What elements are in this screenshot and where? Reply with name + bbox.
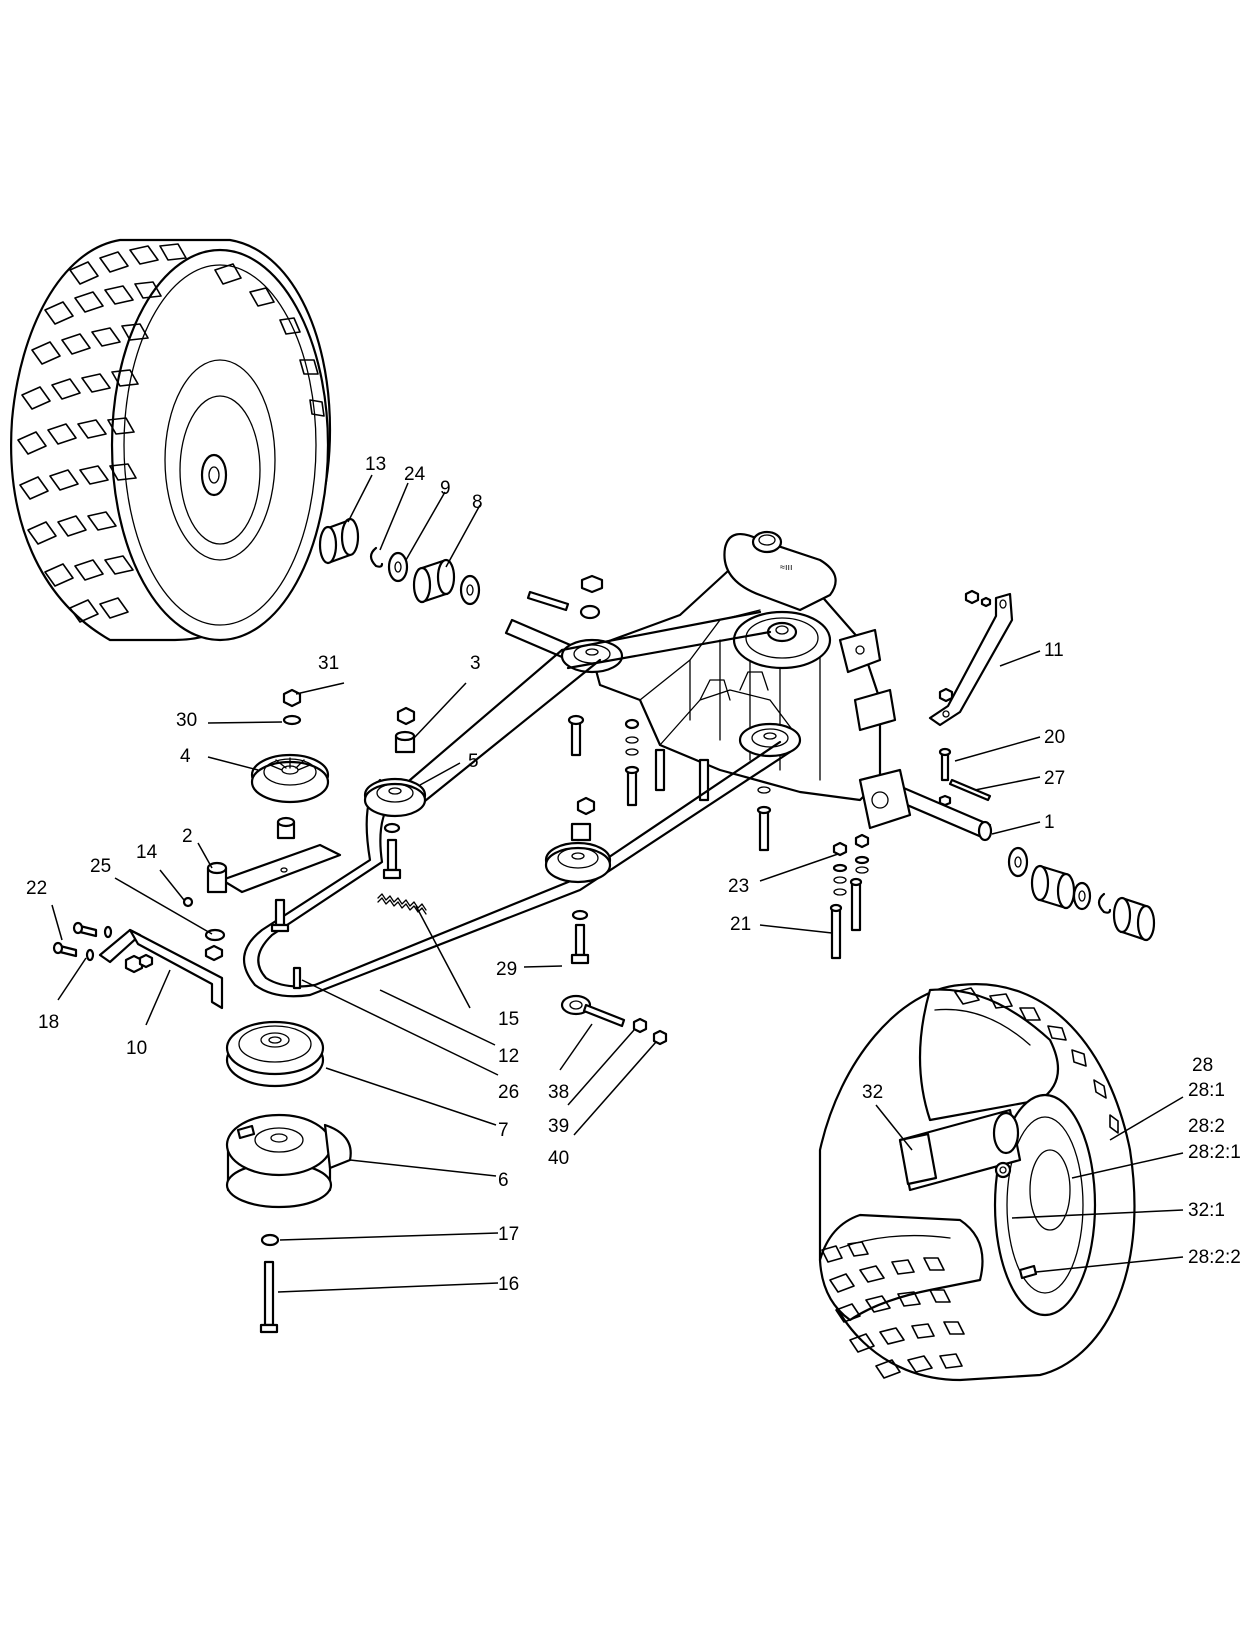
engine-pulley-7 (225, 1020, 325, 1088)
callout-32: 32 (862, 1082, 883, 1103)
callout-7: 7 (498, 1120, 509, 1141)
idler-pulley-lower (544, 796, 612, 965)
spring-15 (377, 893, 427, 915)
right-wheel-tread (821, 987, 1119, 1379)
callout-28-2-2: 28:2:2 (1188, 1247, 1241, 1268)
spacer-13 (318, 517, 360, 565)
left-rear-wheel (10, 238, 332, 642)
spacer-8 (412, 558, 481, 606)
callout-18: 18 (38, 1012, 59, 1033)
bolts-center (567, 714, 640, 807)
callout-28-2-1: 28:2:1 (1188, 1142, 1241, 1163)
callout-28-1: 28:1 (1188, 1080, 1225, 1101)
nut-39 (632, 1017, 648, 1034)
bolt-20 (938, 747, 952, 807)
pin-and-nut-top (526, 574, 604, 620)
callout-20: 20 (1044, 727, 1065, 748)
callout-29: 29 (496, 959, 517, 980)
left-wheel-tread (17, 243, 325, 623)
e-clip-24 (369, 546, 384, 568)
pin-27 (948, 778, 992, 802)
callout-28-2: 28:2 (1188, 1116, 1225, 1137)
washer-9 (387, 551, 409, 583)
washer-17 (260, 1233, 280, 1247)
callout-16: 16 (498, 1274, 519, 1295)
callout-labels: 13 24 9 8 11 20 27 1 23 21 29 3 5 31 30 … (26, 454, 1241, 1295)
callout-14: 14 (136, 842, 158, 863)
washers-nuts-23 (832, 833, 870, 896)
washer-30 (282, 714, 302, 726)
nut-31 (282, 688, 302, 708)
idler-pulley-5 (363, 777, 427, 818)
callout-31: 31 (318, 653, 339, 674)
callout-2: 2 (182, 826, 193, 847)
callout-1: 1 (1044, 812, 1055, 833)
callout-12: 12 (498, 1046, 519, 1067)
bolts-21 (829, 877, 863, 960)
callout-13: 13 (365, 454, 386, 475)
callout-11: 11 (1044, 640, 1064, 661)
nut-40 (652, 1029, 668, 1046)
callout-17: 17 (498, 1224, 519, 1245)
callout-10: 10 (126, 1038, 147, 1059)
svg-text:≈ııı: ≈ııı (780, 562, 792, 572)
pin-26 (292, 966, 302, 990)
callout-8: 8 (472, 492, 483, 513)
callout-26: 26 (498, 1082, 519, 1103)
bolts-22 (52, 921, 98, 958)
washer-nut-25 (204, 928, 226, 962)
callout-5: 5 (468, 751, 479, 772)
brake-rod-11 (928, 589, 1014, 727)
callout-40: 40 (548, 1148, 569, 1169)
callout-28: 28 (1192, 1055, 1213, 1076)
callout-24: 24 (404, 464, 426, 485)
callout-23: 23 (728, 876, 749, 897)
callout-21: 21 (730, 914, 751, 935)
callout-38: 38 (548, 1082, 569, 1103)
callout-39: 39 (548, 1116, 569, 1137)
clutch-6 (225, 1113, 352, 1209)
callout-22: 22 (26, 878, 47, 899)
nut-and-spacer-3 (394, 706, 416, 754)
callout-9: 9 (440, 478, 451, 499)
right-rear-wheel (818, 983, 1136, 1382)
callout-15: 15 (498, 1009, 519, 1030)
callout-3: 3 (470, 653, 481, 674)
idler-pulley-4 (250, 753, 330, 804)
bolt-pulley-5 (382, 822, 402, 880)
right-axle-stack (1007, 846, 1156, 942)
callout-27: 27 (1044, 768, 1065, 789)
bolt-transaxle-lower (756, 786, 772, 852)
idler-arm-2 (206, 843, 342, 933)
spacer-under-pulley-4 (276, 816, 296, 840)
leader-lines (51, 474, 1184, 1293)
callout-32-1: 32:1 (1188, 1200, 1225, 1221)
callout-30: 30 (176, 710, 197, 731)
bolt-16 (259, 1260, 279, 1334)
transaxle-pulley (732, 610, 832, 670)
callout-4: 4 (180, 746, 191, 767)
fitting-14 (182, 896, 194, 908)
transaxle-1: ≈ııı (504, 530, 993, 842)
callout-25: 25 (90, 856, 111, 877)
eye-bolt-38 (560, 994, 626, 1028)
bracket-10 (98, 928, 224, 1010)
washers-18 (85, 925, 113, 962)
callout-6: 6 (498, 1170, 509, 1191)
